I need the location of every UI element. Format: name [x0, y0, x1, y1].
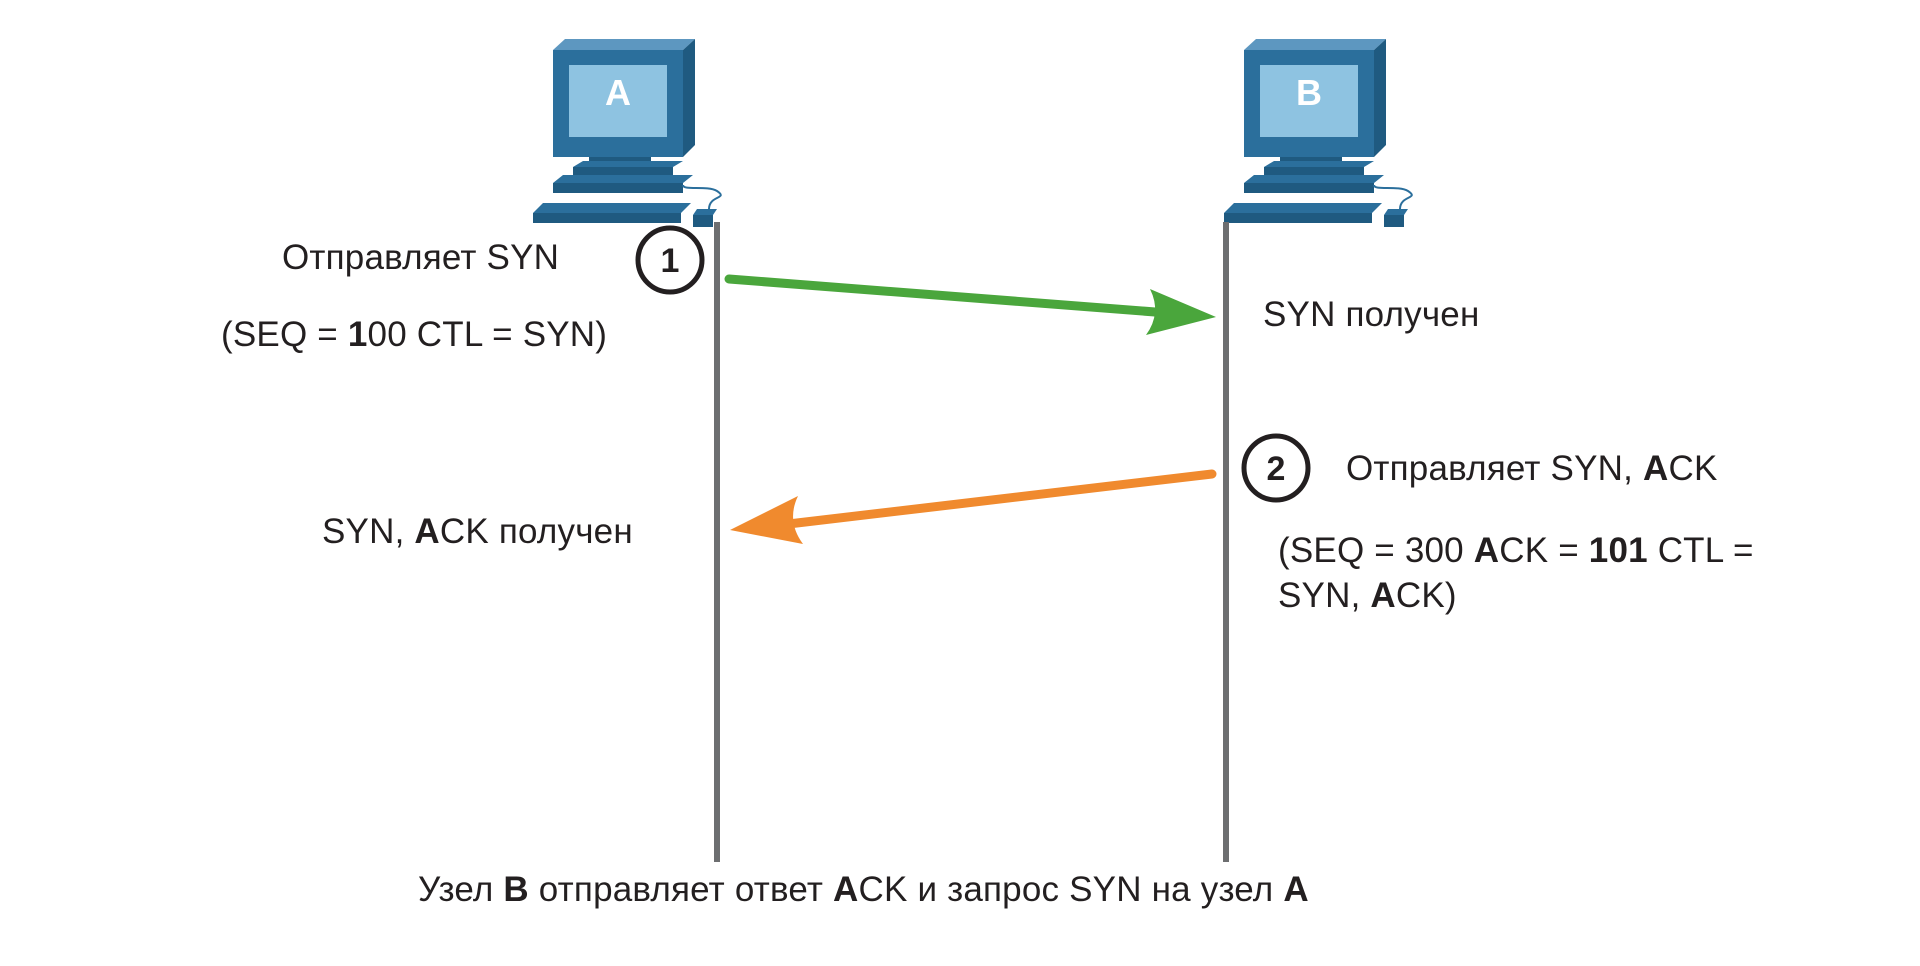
synack-prefix-text: SYN, [322, 512, 415, 551]
host-b-computer-icon [1223, 38, 1413, 228]
send-synack-ck-text: CK [1668, 449, 1718, 488]
seq-rest-text: 00 CTL = SYN) [367, 315, 608, 354]
caption-a-bold: A [833, 870, 859, 909]
host-a-seq-label: (SEQ = 100 CTL = SYN) [221, 313, 607, 357]
syn-received-text: SYN получен [1263, 295, 1480, 334]
caption-part3: CK и запрос SYN на узел [858, 870, 1284, 909]
step-1-number: 1 [661, 242, 680, 280]
diagram-caption: Узел B отправляет ответ ACK и запрос SYN… [418, 868, 1309, 912]
caption-part2: отправляет ответ [528, 870, 834, 909]
step-2-marker: 2 [1241, 433, 1311, 503]
line1-a-bold: A [1473, 531, 1500, 570]
seq-one-bold: 1 [347, 315, 368, 354]
host-b-sends-synack-label: Отправляет SYN, ACK [1346, 447, 1718, 491]
host-b-label: B [1296, 72, 1322, 113]
host-b-seq-ack-line1: (SEQ = 300 ACK = 101 CTL = [1278, 529, 1754, 573]
synack-rest-text: CK получен [439, 512, 633, 551]
line2-rest-text: CK) [1395, 576, 1457, 615]
caption-part1: Узел [418, 870, 504, 909]
step-2-number: 2 [1267, 450, 1286, 488]
host-b-seq-ack-line2: SYN, ACK) [1278, 574, 1457, 618]
synack-a-bold: A [414, 512, 440, 551]
syn-ack-arrow [730, 469, 1217, 544]
host-b-syn-received-label: SYN получен [1263, 293, 1480, 337]
host-a-synack-received-label: SYN, ACK получен [322, 510, 633, 554]
host-a-sends-syn-label: Отправляет SYN [282, 236, 559, 280]
line2-prefix-text: SYN, [1278, 576, 1371, 615]
step-1-marker: 1 [635, 225, 705, 295]
line1-ck-text: CK = [1499, 531, 1589, 570]
host-a-label: A [605, 72, 631, 113]
seq-open-text: (SEQ = [221, 315, 348, 354]
send-syn-text: Отправляет SYN [282, 238, 560, 277]
syn-arrow [724, 274, 1216, 335]
line2-a-bold: A [1370, 576, 1396, 615]
line1-open-text: (SEQ = 300 [1278, 531, 1474, 570]
line1-ack-number-bold: 101 [1588, 531, 1648, 570]
line1-rest-text: CTL = [1647, 531, 1754, 570]
caption-b-bold: B [503, 870, 529, 909]
host-a-computer-icon [532, 38, 722, 228]
caption-a2-bold: A [1283, 870, 1309, 909]
send-synack-a-bold: A [1642, 449, 1669, 488]
send-synack-prefix-text: Отправляет SYN, [1346, 449, 1643, 488]
